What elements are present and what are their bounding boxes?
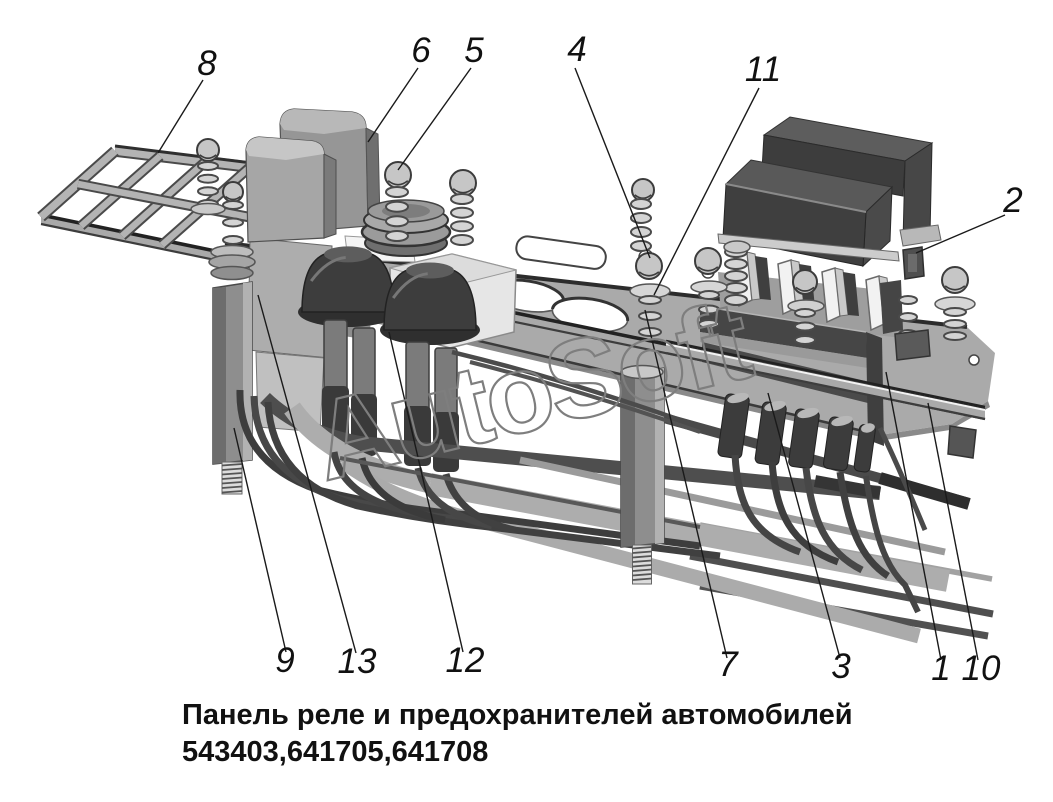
svg-text:4: 4	[567, 30, 586, 69]
svg-text:7: 7	[718, 645, 739, 684]
svg-text:11: 11	[745, 50, 781, 89]
svg-text:9: 9	[275, 641, 294, 680]
svg-text:2: 2	[1002, 181, 1022, 220]
svg-text:5: 5	[464, 31, 484, 70]
svg-text:3: 3	[831, 647, 851, 686]
svg-text:10: 10	[962, 649, 1001, 688]
svg-text:8: 8	[197, 44, 217, 83]
svg-text:12: 12	[446, 641, 485, 680]
svg-text:Панель реле и предохранителей: Панель реле и предохранителей автомобиле…	[182, 699, 853, 731]
svg-text:6: 6	[411, 31, 431, 70]
svg-text:543403,641705,641708: 543403,641705,641708	[182, 736, 488, 768]
svg-text:1: 1	[931, 649, 950, 688]
svg-text:13: 13	[338, 642, 377, 681]
